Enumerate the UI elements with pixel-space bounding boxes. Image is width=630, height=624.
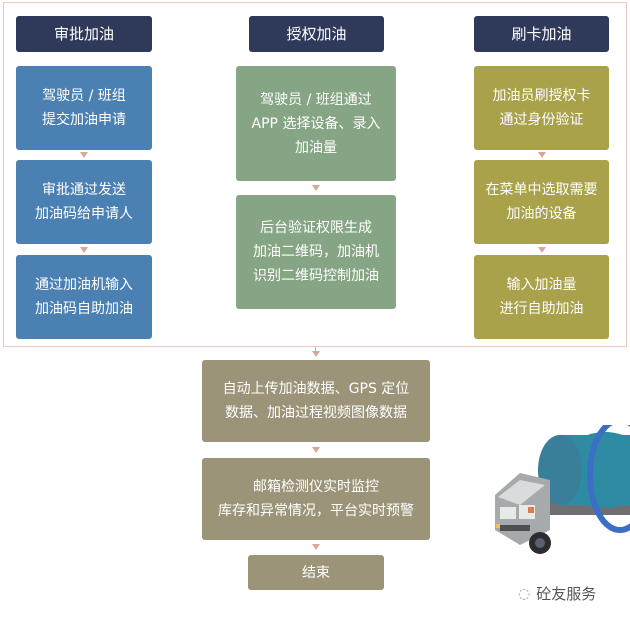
flow-frame [3,2,627,347]
card-step-2: 在菜单中选取需要 加油的设备 [474,160,609,244]
arrow-icon [538,152,546,158]
arrow-icon [312,351,320,357]
arrow-icon [80,152,88,158]
card-step-1: 加油员刷授权卡 通过身份验证 [474,66,609,150]
header-card-refuel: 刷卡加油 [474,16,609,52]
arrow-icon [80,247,88,253]
arrow-icon [538,247,546,253]
authorized-step-1: 驾驶员 / 班组通过 APP 选择设备、录入 加油量 [236,66,396,181]
approval-step-1: 驾驶员 / 班组 提交加油申请 [16,66,152,150]
header-approval-refuel: 审批加油 [16,16,152,52]
connector-line [315,347,316,352]
watermark: ◌ 砼友服务 [518,583,596,604]
authorized-step-2: 后台验证权限生成 加油二维码，加油机 识别二维码控制加油 [236,195,396,309]
header-authorized-refuel: 授权加油 [249,16,384,52]
monitor-step: 邮箱检测仪实时监控 库存和异常情况，平台实时预警 [202,458,430,540]
fuel-truck-illustration [495,425,630,554]
card-step-3: 输入加油量 进行自助加油 [474,255,609,339]
upload-data-step: 自动上传加油数据、GPS 定位 数据、加油过程视频图像数据 [202,360,430,442]
approval-step-2: 审批通过发送 加油码给申请人 [16,160,152,244]
arrow-icon [312,185,320,191]
wechat-icon: ◌ [518,585,531,602]
watermark-text: 砼友服务 [536,585,597,603]
end-step: 结束 [248,555,384,590]
arrow-icon [312,447,320,453]
approval-step-3: 通过加油机输入 加油码自助加油 [16,255,152,339]
arrow-icon [312,544,320,550]
